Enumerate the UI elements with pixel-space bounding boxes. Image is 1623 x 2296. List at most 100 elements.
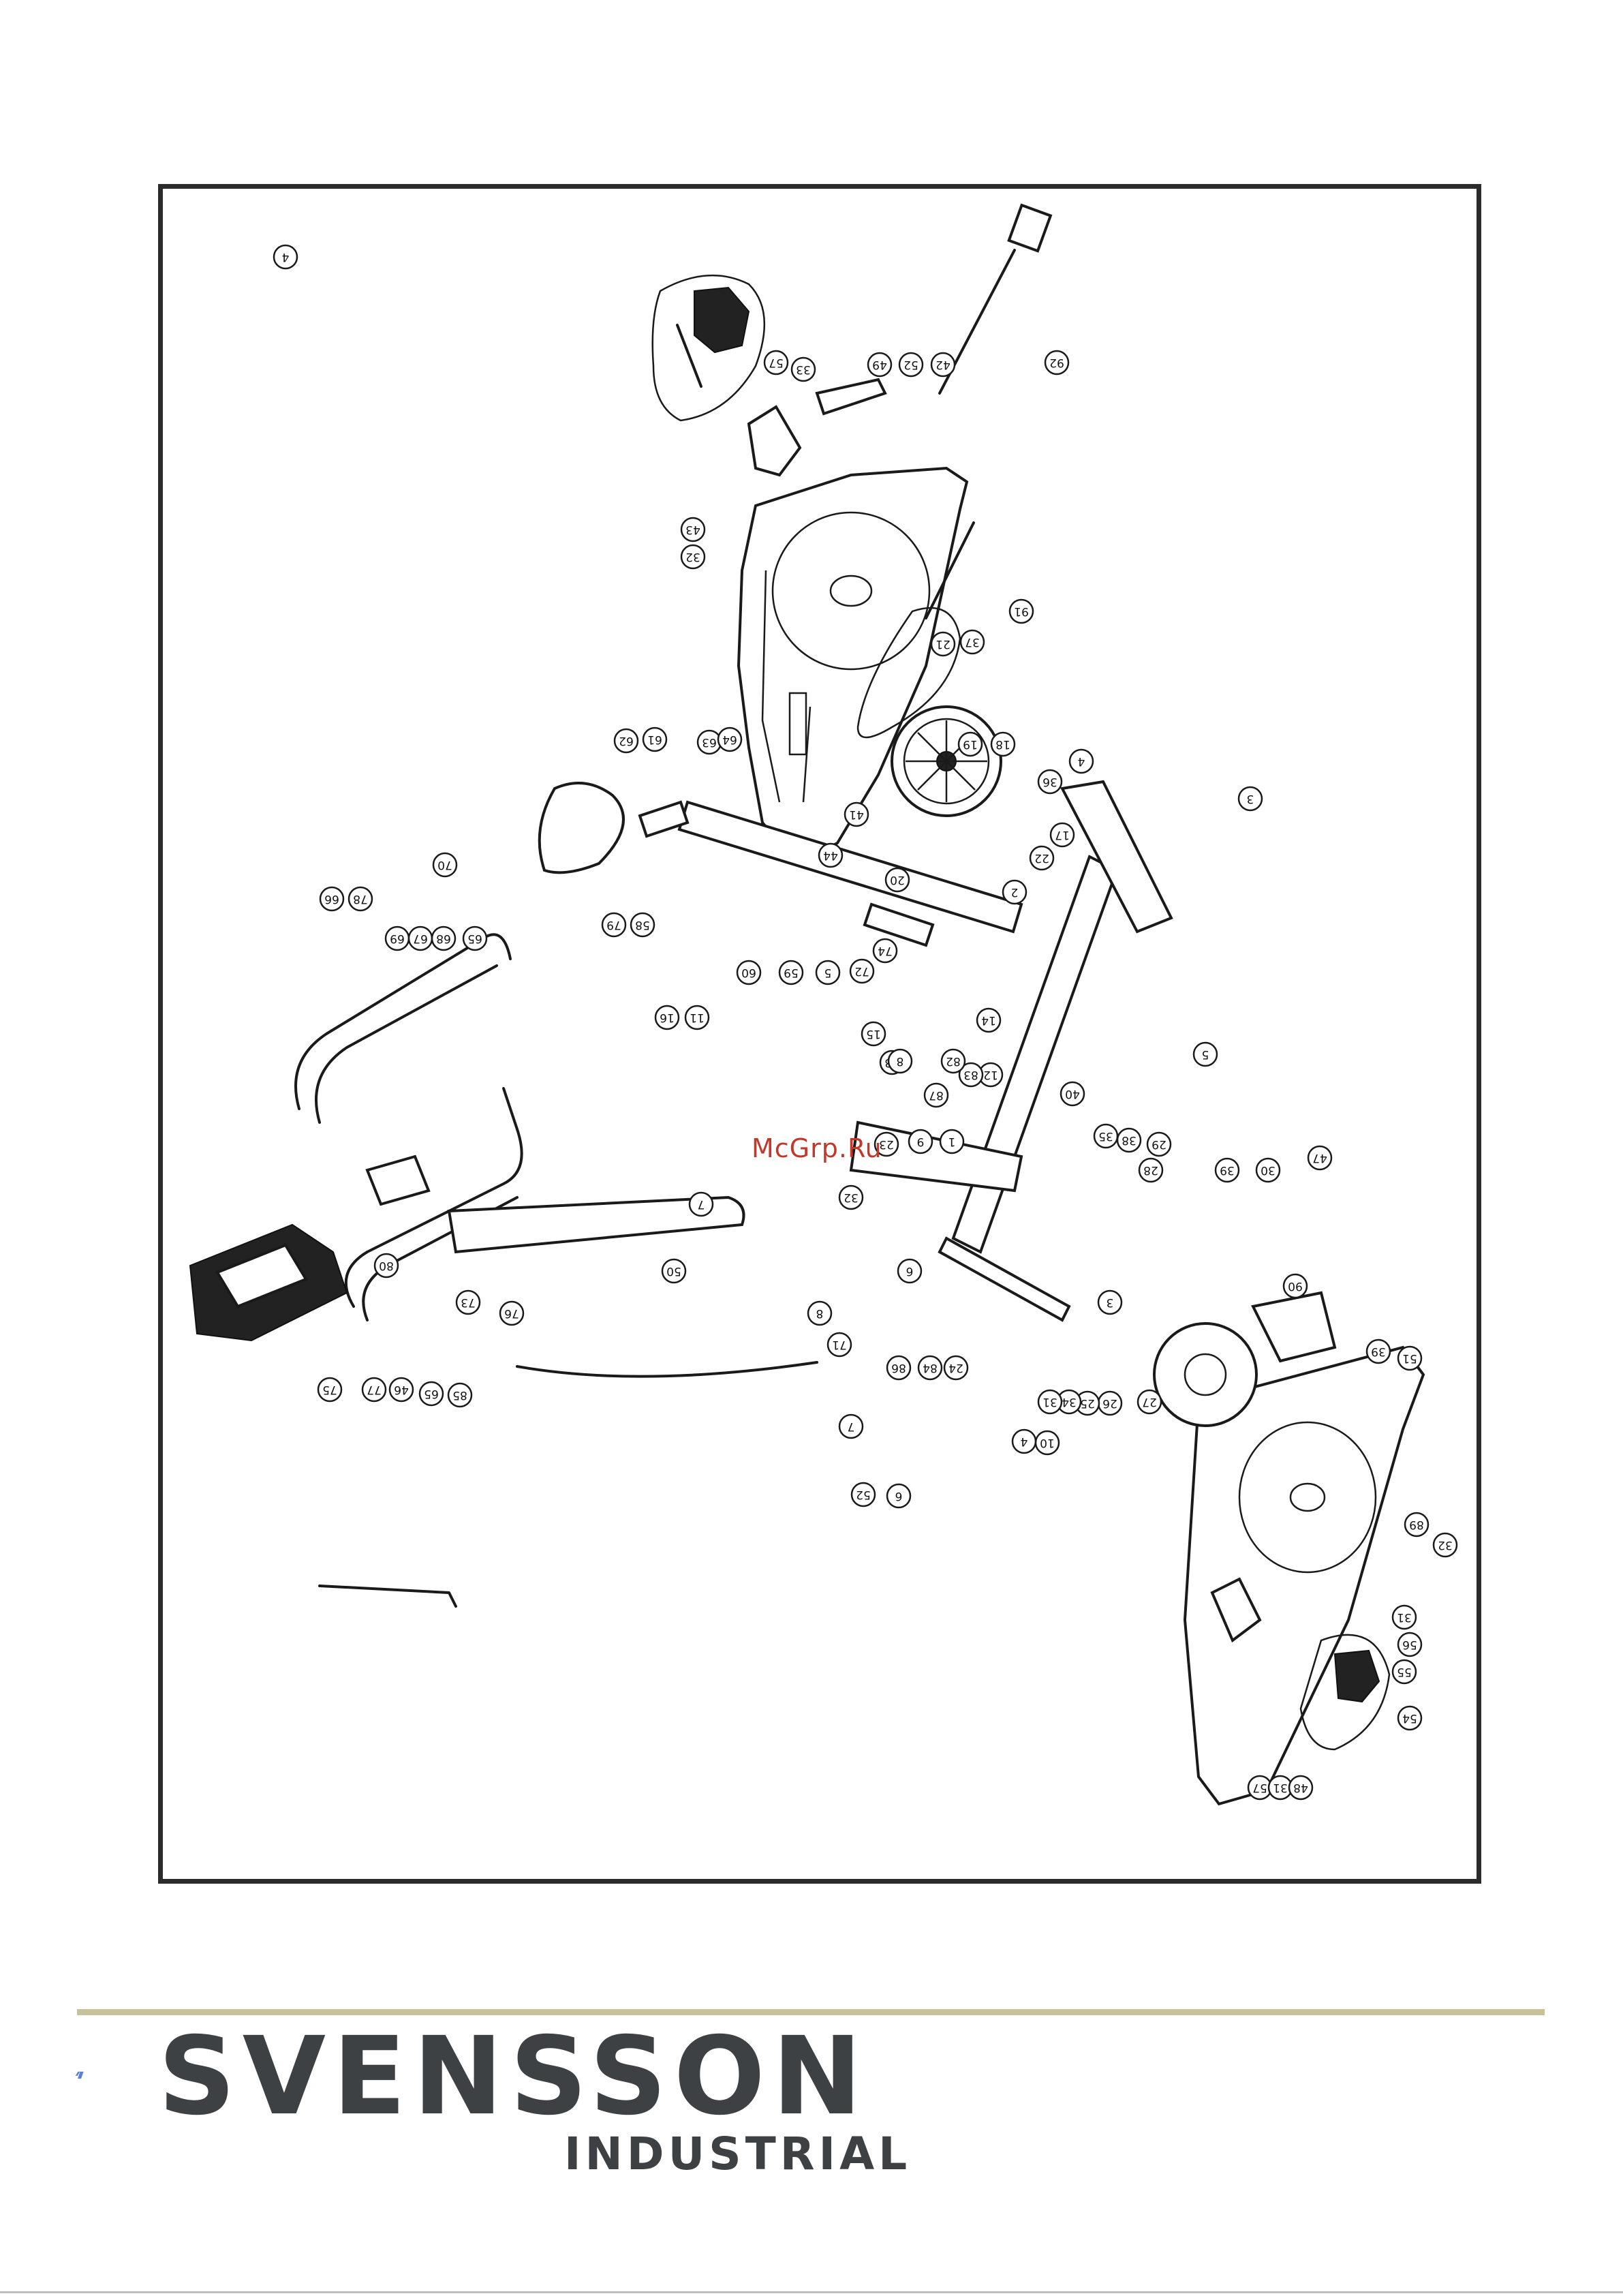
callout-91: 91 [1008,598,1034,624]
callout-92: 92 [1044,350,1070,376]
callout-label: 6 [906,1264,914,1278]
brand-subtitle: INDUSTRIAL [564,2128,912,2180]
callout-label: 8 [897,1054,904,1068]
callout-34: 34 [1056,1389,1082,1415]
callout-label: 90 [1288,1279,1303,1293]
callout-label: 14 [981,1013,996,1027]
callout-10: 10 [1034,1430,1060,1456]
callout-label: 39 [1371,1345,1386,1358]
callout-65: 65 [418,1381,444,1407]
callout-20: 20 [884,867,910,893]
callout-47: 47 [1307,1145,1333,1171]
callout-3: 3 [1097,1289,1123,1315]
callout-5: 5 [1192,1041,1218,1067]
callout-46: 46 [388,1377,414,1403]
callout-label: 19 [963,737,978,751]
callout-36: 36 [1037,769,1063,795]
callout-22: 22 [1029,845,1055,871]
callout-48: 48 [1288,1775,1314,1801]
callout-58: 58 [630,912,655,938]
callout-label: 21 [936,637,950,651]
callout-label: 92 [1049,356,1064,369]
callout-62: 62 [613,728,639,754]
callout-label: 74 [878,944,893,958]
callout-24: 24 [943,1355,969,1381]
console [189,1154,431,1342]
callout-label: 5 [1202,1047,1209,1061]
callout-label: 36 [1042,775,1057,789]
callout-label: 44 [823,848,838,862]
callout-label: 4 [1021,1435,1028,1448]
callout-86: 86 [886,1355,912,1381]
callout-label: 30 [1261,1163,1276,1177]
callout-label: 65 [424,1387,439,1400]
callout-label: 71 [832,1338,847,1351]
callout-label: 59 [784,966,799,979]
callout-label: 89 [1409,1518,1424,1531]
callout-label: 52 [903,358,918,371]
callout-label: 4 [1078,754,1085,768]
callout-label: 75 [322,1383,337,1396]
callout-label: 16 [660,1011,675,1024]
callout-90: 90 [1282,1273,1308,1299]
callout-19: 19 [957,731,983,757]
callout-4: 4 [273,244,298,270]
callout-70: 70 [432,852,458,878]
callout-label: 3 [1247,792,1254,806]
callout-8: 8 [807,1300,833,1326]
callout-38: 38 [1116,1127,1142,1153]
callout-37: 37 [959,629,985,655]
callout-label: 40 [1065,1087,1080,1101]
callout-label: 3 [1107,1296,1114,1309]
callout-39: 39 [1214,1157,1240,1183]
callout-63: 63 [696,729,722,755]
callout-75: 75 [317,1377,343,1403]
callout-label: 55 [1397,1665,1412,1679]
callout-82: 82 [940,1048,966,1074]
callout-label: 4 [282,250,290,264]
callout-label: 65 [467,932,482,945]
callout-4: 4 [1068,748,1094,774]
callout-11: 11 [684,1005,710,1030]
callout-59: 59 [778,960,804,985]
callout-2: 2 [1002,879,1027,905]
callout-label: 51 [1402,1351,1417,1365]
callout-40: 40 [1060,1081,1085,1107]
callout-85: 85 [447,1382,473,1408]
callout-label: 7 [848,1420,855,1433]
callout-32: 32 [1432,1532,1458,1558]
callout-31: 31 [1037,1389,1063,1415]
callout-52: 52 [850,1482,876,1507]
callout-55: 55 [1391,1659,1417,1685]
callout-label: 20 [890,873,905,887]
callout-52: 52 [898,352,924,378]
callout-label: 48 [1293,1781,1308,1794]
callout-57: 57 [763,350,789,376]
callout-49: 49 [867,352,893,378]
callout-label: 27 [1142,1395,1157,1409]
callout-label: 46 [394,1383,409,1396]
flywheel [1153,1291,1337,1427]
callout-80: 80 [373,1253,399,1279]
callout-42: 42 [930,352,956,378]
callout-label: 86 [891,1361,906,1375]
callout-label: 24 [948,1361,963,1375]
callout-label: 9 [917,1135,925,1148]
callout-label: 72 [854,964,869,978]
callout-18: 18 [990,731,1016,757]
callout-15: 15 [861,1021,886,1047]
callout-label: 22 [1034,851,1049,865]
callout-label: 77 [367,1383,382,1396]
upper-pedal-group [651,274,802,477]
rod [925,521,975,619]
callout-label: 2 [1011,885,1019,899]
callout-label: 84 [923,1361,938,1375]
callout-label: 31 [1042,1395,1057,1409]
seat-assembly [538,782,690,874]
callout-label: 32 [685,550,700,564]
callout-label: 12 [983,1068,998,1082]
callout-31: 31 [1391,1604,1417,1630]
